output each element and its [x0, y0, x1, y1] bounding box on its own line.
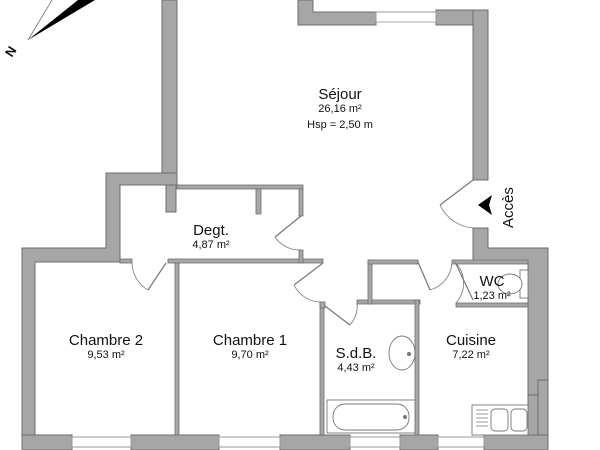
ceiling-height: Hsp = 2,50 m: [307, 118, 373, 131]
room-name: Chambre 2: [68, 332, 144, 349]
entrance-label: Accès: [500, 187, 517, 228]
room-area: 4,87 m²: [192, 239, 230, 252]
room-area: 9,53 m²: [87, 349, 125, 362]
room-name: Chambre 1: [212, 332, 288, 349]
room-area: 1,23 m²: [473, 290, 511, 303]
room-name: S.d.B.: [335, 345, 377, 362]
room-area: 7,22 m²: [452, 349, 490, 362]
doors: [131, 179, 474, 326]
room-area: 26,16 m²: [318, 103, 362, 116]
room-name: Degt.: [193, 222, 229, 239]
room-name: WC: [479, 273, 505, 290]
fixtures: [326, 269, 529, 436]
room-area: 4,43 m²: [337, 362, 375, 375]
room-name: Séjour: [318, 86, 362, 103]
room-sdb: S.d.B. 4,43 m²: [336, 345, 377, 375]
room-sejour: Séjour 26,16 m² Hsp = 2,50 m: [307, 86, 373, 132]
room-cuisine: Cuisine 7,22 m²: [446, 332, 496, 362]
room-wc: WC 1,23 m²: [473, 273, 510, 303]
room-chambre-1: Chambre 1 9,70 m²: [213, 332, 287, 362]
north-arrow-icon: [27, 0, 95, 41]
room-name: Cuisine: [445, 332, 497, 349]
room-area: 9,70 m²: [231, 349, 269, 362]
windows: [71, 11, 485, 448]
walls: [21, 0, 549, 450]
room-degt: Degt. 4,87 m²: [192, 222, 229, 252]
entrance-arrow-icon: [478, 195, 492, 215]
room-chambre-2: Chambre 2 9,53 m²: [69, 332, 143, 362]
